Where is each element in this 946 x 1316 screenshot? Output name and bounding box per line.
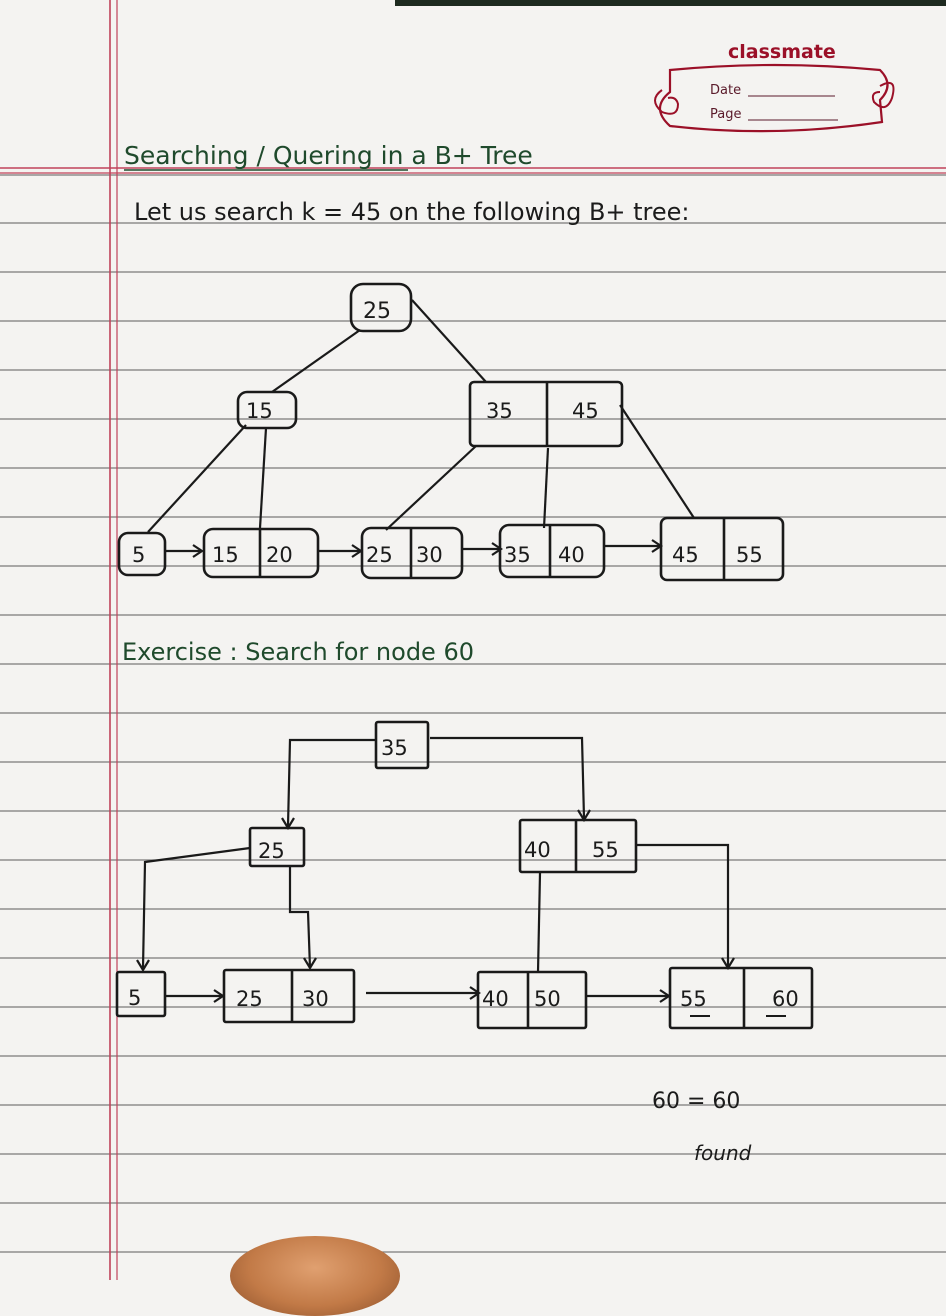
tree1-internal-node-left bbox=[236, 390, 298, 430]
tree1-root-key: 25 bbox=[363, 299, 391, 324]
result-comparison: 60 = 60 bbox=[652, 1089, 740, 1114]
tree2-leaf-3-key-2: 50 bbox=[534, 987, 561, 1011]
tree2-internal-node-right bbox=[518, 818, 638, 874]
tree2-internal-node-left bbox=[248, 826, 306, 868]
tree1-leaf-4-key-1: 35 bbox=[504, 543, 531, 567]
tree1-internal-left-key: 15 bbox=[246, 399, 273, 423]
tree2-leaf-2-key-2: 30 bbox=[302, 987, 329, 1011]
ruled-lines bbox=[0, 0, 946, 1280]
brand-name: classmate bbox=[728, 41, 836, 63]
tree1-internal-right-key-2: 45 bbox=[572, 399, 599, 423]
page-label: Page bbox=[710, 107, 741, 122]
tree2-leaf-4-key-1: 55 bbox=[680, 987, 707, 1011]
tree1-leaf-5 bbox=[659, 516, 785, 582]
classmate-stamp: classmate Date Page bbox=[654, 41, 895, 133]
tree2-leaf-4-key-2: 60 bbox=[772, 987, 799, 1011]
tree2-leaf-2-key-1: 25 bbox=[236, 987, 263, 1011]
tree1-leaf-5-key-1: 45 bbox=[672, 543, 699, 567]
result-found: found bbox=[694, 1141, 752, 1165]
b-plus-tree-example: 25 15 35 45 5 15 20 25 30 35 40 bbox=[117, 282, 785, 582]
tree1-leaf-3-key-2: 30 bbox=[416, 543, 443, 567]
tree1-leaf-5-key-2: 55 bbox=[736, 543, 763, 567]
tree1-leaf-4 bbox=[498, 523, 606, 579]
tree2-root-key: 35 bbox=[381, 736, 408, 760]
page-top-edge bbox=[395, 0, 946, 6]
date-label: Date bbox=[710, 83, 741, 98]
tree1-leaf-2-key-2: 20 bbox=[266, 543, 293, 567]
thumb-in-frame bbox=[230, 1236, 400, 1316]
notes-title: Searching / Quering in a B+ Tree bbox=[124, 141, 533, 170]
tree1-leaf-2-key-1: 15 bbox=[212, 543, 239, 567]
tree2-internal-right-key-1: 40 bbox=[524, 838, 551, 862]
tree2-leaf-3 bbox=[476, 970, 588, 1030]
tree1-internal-right-key-1: 35 bbox=[486, 399, 513, 423]
tree1-root-node bbox=[349, 282, 413, 333]
tree1-leaf-1 bbox=[117, 531, 167, 577]
tree2-leaf-1 bbox=[115, 970, 167, 1018]
tree2-internal-right-key-2: 55 bbox=[592, 838, 619, 862]
exercise-prompt: Exercise : Search for node 60 bbox=[122, 638, 474, 666]
tree2-leaf-3-key-1: 40 bbox=[482, 987, 509, 1011]
handwritten-notes: Searching / Quering in a B+ Tree Let us … bbox=[115, 141, 814, 1165]
tree1-leaf-3-key-1: 25 bbox=[366, 543, 393, 567]
tree2-root-node bbox=[374, 720, 430, 770]
tree1-leaf-4-key-2: 40 bbox=[558, 543, 585, 567]
b-plus-tree-exercise: 35 25 40 55 5 25 30 40 50 55 60 bbox=[115, 720, 814, 1030]
tree1-leaf-1-key-1: 5 bbox=[132, 543, 145, 567]
tree2-internal-left-key: 25 bbox=[258, 839, 285, 863]
notes-intro: Let us search k = 45 on the following B+… bbox=[134, 198, 690, 226]
tree2-leaf-2 bbox=[222, 968, 356, 1024]
tree2-leaf-4 bbox=[668, 966, 814, 1030]
tree2-leaf-1-key-1: 5 bbox=[128, 986, 141, 1010]
